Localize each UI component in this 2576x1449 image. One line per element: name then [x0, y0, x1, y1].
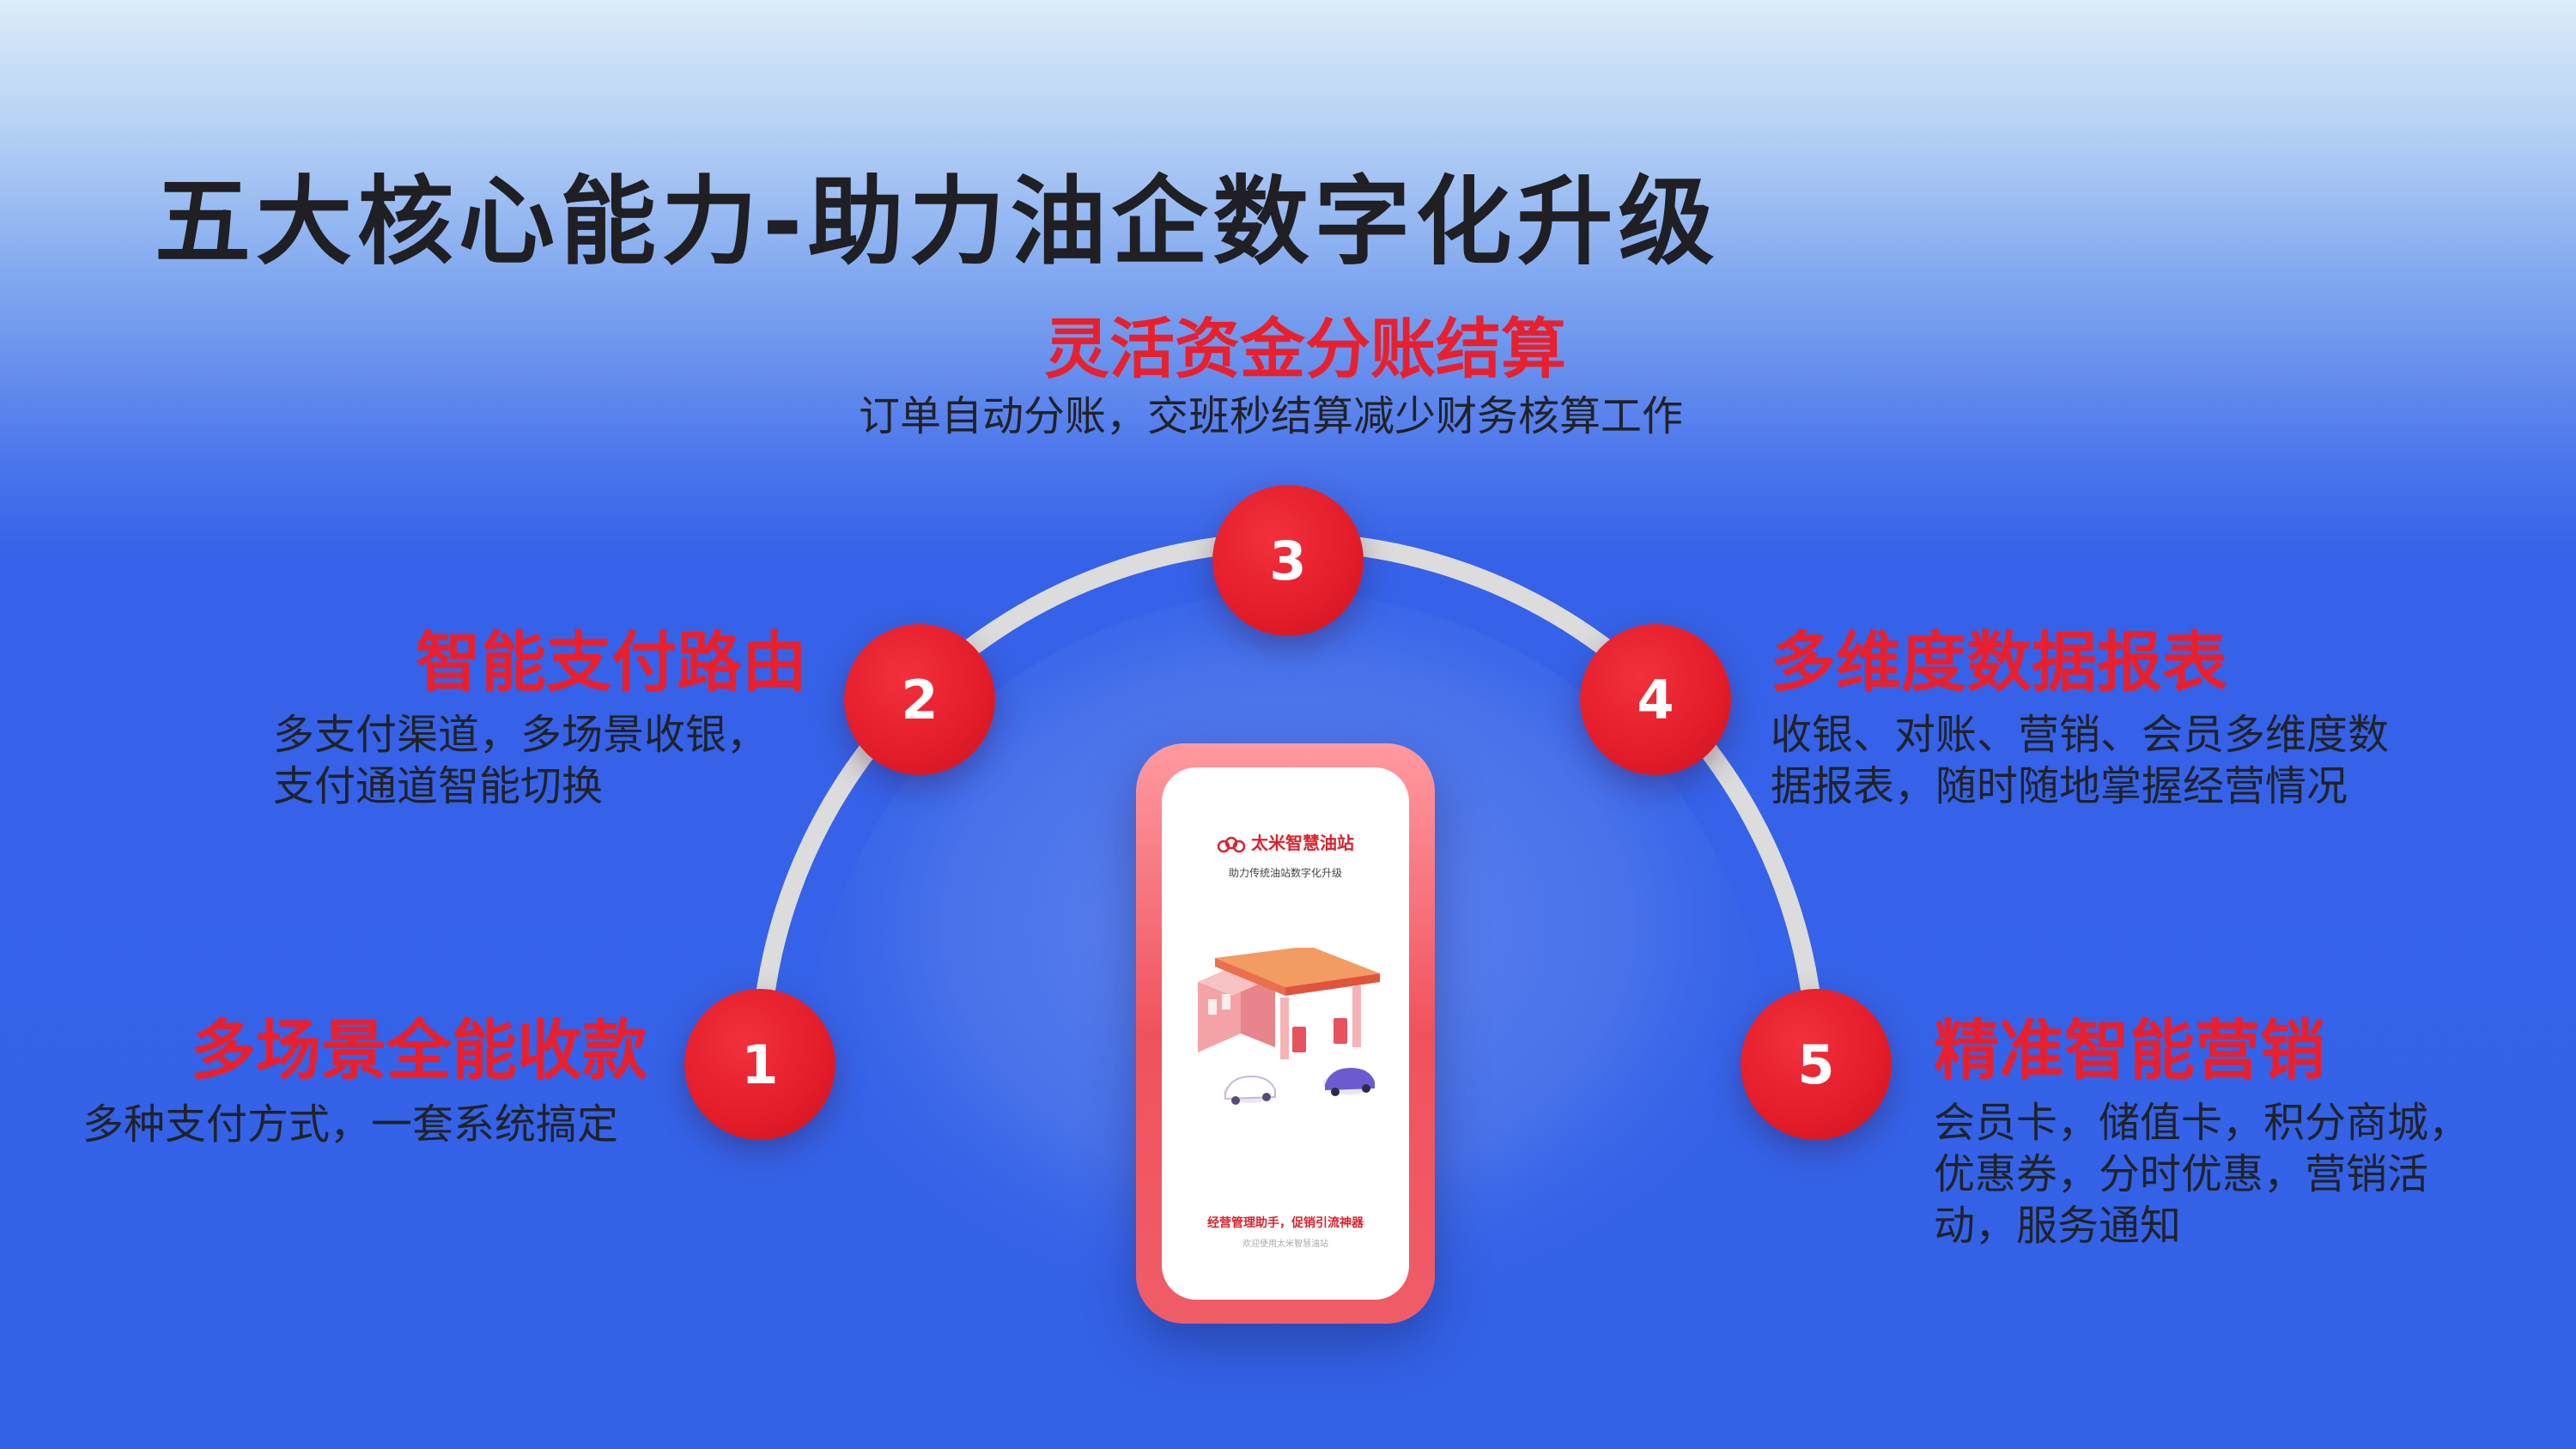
feature-1-line-1: 多种支付方式，一套系统搞定	[82, 1100, 619, 1149]
feature-4-line-2: 据报表，随时随地掌握经营情况	[1771, 762, 2348, 810]
feature-4-description: 收银、对账、营销、会员多维度数 据报表，随时随地掌握经营情况	[1771, 709, 2389, 812]
feature-5-number-badge: 5	[1741, 989, 1892, 1140]
feature-2-heading: 智能支付路由	[416, 624, 807, 700]
feature-3-heading: 灵活资金分账结算	[1044, 311, 1566, 387]
feature-4-heading: 多维度数据报表	[1771, 624, 2227, 700]
feature-5-description: 会员卡，储值卡，积分商城， 优惠券，分时优惠，营销活 动，服务通知	[1934, 1097, 2470, 1252]
feature-5-line-1: 会员卡，储值卡，积分商城，	[1934, 1099, 2470, 1147]
gas-station-illustration	[1198, 948, 1380, 1105]
feature-2-line-2: 支付通道智能切换	[273, 762, 604, 810]
feature-2-description: 多支付渠道，多场景收银， 支付通道智能切换	[273, 709, 768, 812]
phone-screen: 太米智慧油站 助力传统油站数字化升级 经营管理助手，促销引流神器	[1162, 767, 1409, 1300]
feature-1-heading: 多场景全能收款	[191, 1012, 647, 1088]
feature-4-number-badge: 4	[1580, 624, 1731, 775]
phone-mockup: 太米智慧油站 助力传统油站数字化升级 经营管理助手，促销引流神器	[1136, 743, 1435, 1324]
feature-3-description: 订单自动分账，交班秒结算减少财务核算工作	[859, 391, 1683, 442]
app-brand: 太米智慧油站	[1162, 829, 1409, 854]
feature-5-line-3: 动，服务通知	[1934, 1202, 2182, 1250]
feature-4-line-1: 收银、对账、营销、会员多维度数	[1771, 711, 2390, 759]
feature-1-number-badge: 1	[684, 989, 835, 1140]
feature-2-number-badge: 2	[844, 624, 995, 775]
app-subtitle: 助力传统油站数字化升级	[1228, 867, 1342, 879]
feature-3-number-badge: 3	[1212, 485, 1364, 636]
brand-logo-icon	[1217, 836, 1246, 852]
feature-1-description: 多种支付方式，一套系统搞定	[82, 1099, 618, 1150]
feature-5-line-2: 优惠券，分时优惠，营销活	[1934, 1150, 2429, 1198]
app-slogan: 经营管理助手，促销引流神器	[1207, 1216, 1364, 1230]
feature-5-heading: 精准智能营销	[1934, 1012, 2325, 1088]
app-brand-name: 太米智慧油站	[1251, 833, 1354, 853]
feature-2-line-1: 多支付渠道，多场景收银，	[273, 711, 769, 759]
feature-3-line-1: 订单自动分账，交班秒结算减少财务核算工作	[859, 392, 1684, 440]
page-title: 五大核心能力-助力油企数字化升级	[155, 167, 1720, 278]
app-welcome: 欢迎使用太米智慧油站	[1242, 1240, 1328, 1249]
